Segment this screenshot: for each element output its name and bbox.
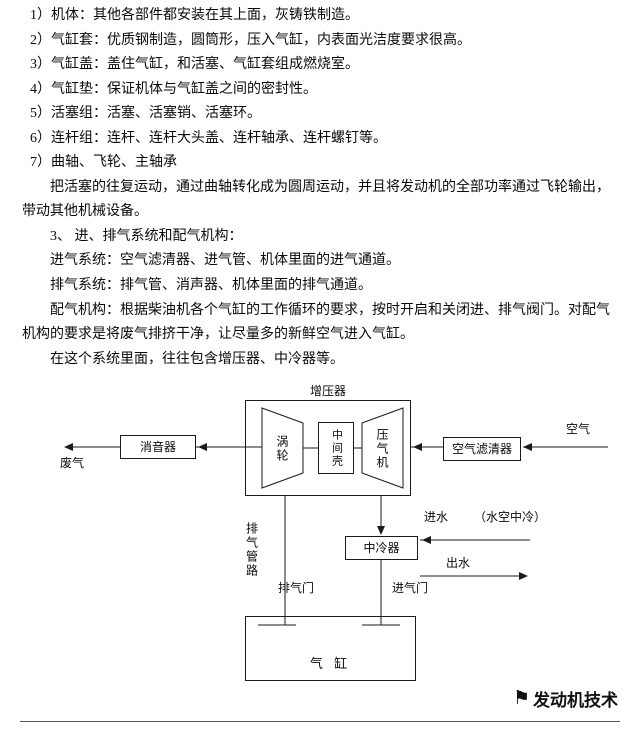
paragraph-item-4: 4）气缸垫：保证机体与气缸盖之间的密封性。 [30,81,317,97]
paragraph-item-7: 7）曲轴、飞轮、主轴承 [30,155,177,171]
arrow-to-compressor [413,443,422,451]
paragraph-valve-mechanism: 配气机构：根据柴油机各个气缸的工作循环的要求，按时开启和关闭进、排气阀门。对配气… [22,302,610,343]
paragraph-flywheel: 把活塞的往复运动，通过曲轴转化成为圆周运动，并且将发动机的全部功率通过飞轮输出，… [22,179,610,220]
arrow-water-out [519,572,528,580]
turbocharger-box [245,400,411,496]
intercooler-box: 中冷器 [345,536,418,560]
water-out-label: 出水 [446,556,471,570]
paragraph-exhaust-system: 排气系统：排气管、消声器、机体里面的排气通道。 [50,278,372,294]
center-housing-box: 中间壳 [318,422,354,474]
paragraph-item-1: 1）机体：其他各部件都安装在其上面，灰铸铁制造。 [30,8,359,23]
paragraph-intake-system: 进气系统：空气滤清器、进气管、机体里面的进气通道。 [50,253,400,269]
brand-text: 发动机技术 [533,691,618,710]
turbine-label: 涡轮 [275,435,289,463]
arrow-to-muffler [198,443,207,451]
paragraph-system-note: 在这个系统里面，往往包含增压器、中冷器等。 [50,351,344,367]
exhaust-gas-label: 废气 [60,456,85,470]
water-in-label: 进水 [424,510,449,524]
compressor-label: 压气机 [375,428,389,470]
footer-brand: ⚑ 发动机技术 [513,686,618,711]
footer-divider [20,721,620,722]
arrow-exhaust-out [64,443,73,451]
compressor-shape [361,407,404,489]
diagram-lines [64,407,608,626]
cylinder-box: 气 缸 [245,616,416,681]
paragraph-item-3: 3）气缸盖：盖住气缸，和活塞、气缸套组成燃烧室。 [30,57,359,73]
engine-diagram: 增压器 涡轮 中间壳 压气机 消音器 废气 空气滤清器 空气 排气管路 中冷器 … [0,378,640,688]
paragraph-section-3: 3、 进、排气系统和配气机构： [50,228,243,244]
paragraph-item-6: 6）连杆组：连杆、连杆大头盖、连杆轴承、连杆螺钉等。 [30,130,387,146]
paragraph-item-5: 5）活塞组：活塞、活塞销、活塞环。 [30,106,261,122]
center-housing-label: 中间壳 [330,428,343,468]
water-air-cooling-label: （水空中冷） [474,510,547,524]
exhaust-pipe-label: 排气管路 [244,522,259,578]
paragraph-item-2: 2）气缸套：优质钢制造，圆筒形，压入气缸，内表面光洁度要求很高。 [30,32,471,48]
muffler-box: 消音器 [120,435,196,459]
arrow-water-in [422,536,431,544]
turbocharger-label: 增压器 [309,384,346,398]
intake-valve-label: 进气门 [392,581,429,595]
exhaust-valve-label: 排气门 [278,581,315,595]
text-block: 1）机体：其他各部件都安装在其上面，灰铸铁制造。 2）气缸套：优质钢制造，圆筒形… [22,4,614,372]
turbine-shape [261,407,304,489]
arrow-to-intercooler [377,526,385,535]
brand-flag-icon: ⚑ [512,688,530,709]
arrow-to-filter [523,443,532,451]
air-label: 空气 [565,422,590,436]
air-filter-box: 空气滤清器 [443,437,521,461]
